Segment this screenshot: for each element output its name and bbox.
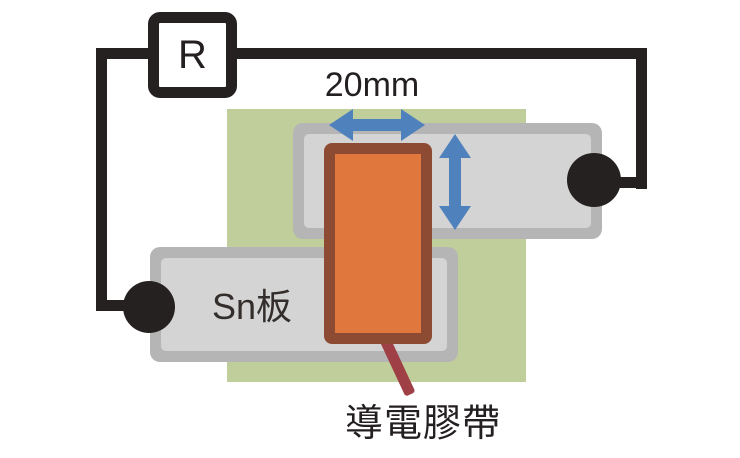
left-contact-dot-icon <box>123 281 175 333</box>
wire-right-vertical-segment <box>636 48 647 189</box>
wire-top-right-segment <box>236 48 647 59</box>
sn-plate-label: Sn板 <box>212 286 293 327</box>
dimension-label: 20mm <box>324 66 420 104</box>
resistor-box: R <box>148 12 237 98</box>
wire-left-stub-segment <box>100 300 135 311</box>
horizontal-double-arrow-icon <box>329 109 425 141</box>
wire-top-left-segment <box>96 48 153 59</box>
resistor-label: R <box>178 33 207 77</box>
wire-left-vertical-segment <box>96 48 107 311</box>
conductive-tape-label: 導電膠帶 <box>345 403 502 445</box>
wire-right-stub-segment <box>612 177 647 188</box>
conductive-tape-rect <box>324 143 432 344</box>
vertical-double-arrow-icon <box>439 134 471 230</box>
right-contact-dot-icon <box>567 153 621 207</box>
